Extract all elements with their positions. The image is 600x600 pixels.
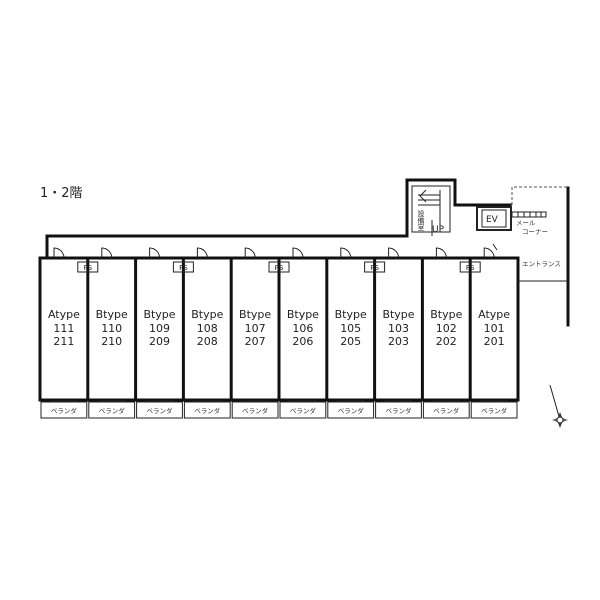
unit-type-label: Btype (430, 308, 462, 321)
unit-room-number: 210 (101, 335, 122, 348)
units-layer: Atype111211ベランダBtype110210ベランダBtype10920… (40, 247, 518, 419)
unit-room-number: 107 (245, 322, 266, 335)
unit-type-label: Btype (96, 308, 128, 321)
ps-label: PS (83, 264, 92, 272)
balcony-label: ベランダ (290, 406, 317, 415)
unit-room-number: 209 (149, 335, 170, 348)
balcony-label: ベランダ (51, 406, 78, 415)
door-icon (292, 247, 304, 259)
mail-corner: メール コーナー エントランス (511, 186, 568, 282)
ev-label: EV (486, 215, 499, 225)
ps-shaft: PS (268, 261, 290, 273)
balcony (327, 401, 375, 419)
unit-room-number: 106 (292, 322, 313, 335)
balcony (231, 401, 279, 419)
unit-type-label: Btype (143, 308, 175, 321)
balcony (136, 401, 183, 419)
door-icon (149, 247, 161, 259)
mail-label-1: メール (516, 219, 536, 227)
balcony-label: ベランダ (386, 406, 413, 415)
unit-room-number: 201 (484, 335, 505, 348)
unit-room-number: 207 (245, 335, 266, 348)
ps-shaft: PS (364, 261, 386, 273)
door-icon (340, 247, 352, 259)
mail-label-2: コーナー (522, 228, 548, 236)
ps-box (364, 261, 386, 273)
unit-type-label: Atype (48, 308, 80, 321)
balcony-label: ベランダ (242, 406, 269, 415)
unit-room-number: 208 (197, 335, 218, 348)
door-icon (435, 247, 447, 259)
door-icon (196, 247, 208, 259)
outer-walls (38, 178, 570, 402)
balcony (40, 401, 88, 419)
unit-room-number: 203 (388, 335, 409, 348)
unit-room-number: 111 (53, 322, 74, 335)
door-icon (388, 247, 400, 259)
ps-label: PS (370, 264, 379, 272)
unit-room-number: 110 (101, 322, 122, 335)
floor-label: 1・2階 (40, 186, 83, 201)
unit-type-label: Btype (287, 308, 319, 321)
ps-box (459, 261, 481, 273)
ps-label: PS (466, 264, 475, 272)
up-label: UP (432, 225, 445, 235)
ps-box (268, 261, 290, 273)
unit-room-number: 211 (53, 335, 74, 348)
unit-type-label: Atype (478, 308, 510, 321)
elevator: EV (476, 206, 512, 251)
stair-area: 設備室 UP (411, 185, 451, 236)
unit-room-number: 202 (436, 335, 457, 348)
unit-type-label: Btype (382, 308, 414, 321)
door-icon (244, 247, 256, 259)
ps-label: PS (179, 264, 188, 272)
unit-room-number: 101 (484, 322, 505, 335)
ps-box (172, 261, 194, 273)
balcony (88, 401, 136, 419)
balcony-label: ベランダ (194, 406, 221, 415)
ps-label: PS (275, 264, 284, 272)
balcony (470, 401, 518, 419)
unit-room-number: 108 (197, 322, 218, 335)
ps-shaft: PS (77, 261, 99, 273)
balcony-label: ベランダ (433, 406, 460, 415)
unit-room-number: 109 (149, 322, 170, 335)
balcony (279, 401, 327, 419)
ps-box (77, 261, 99, 273)
north-arrow-icon (549, 384, 568, 428)
door-icon (101, 247, 113, 259)
balcony-label: ベランダ (481, 406, 508, 415)
unit-room-number: 206 (292, 335, 313, 348)
balcony-label: ベランダ (338, 406, 365, 415)
door-icon (483, 247, 495, 259)
ps-shaft: PS (172, 261, 194, 273)
unit-room-number: 103 (388, 322, 409, 335)
balcony-label: ベランダ (147, 406, 174, 415)
unit-type-label: Btype (239, 308, 271, 321)
balcony (375, 401, 422, 419)
stair-room-label: 設備室 (417, 209, 425, 231)
entrance-label: エントランス (522, 260, 561, 268)
unit-type-label: Btype (191, 308, 223, 321)
unit-room-number: 205 (340, 335, 361, 348)
unit-room-number: 105 (340, 322, 361, 335)
balcony (422, 401, 470, 419)
unit-room-number: 102 (436, 322, 457, 335)
balcony-label: ベランダ (99, 406, 126, 415)
unit-type-label: Btype (335, 308, 367, 321)
door-icon (53, 247, 65, 259)
balcony (183, 401, 231, 419)
ps-shaft: PS (459, 261, 481, 273)
